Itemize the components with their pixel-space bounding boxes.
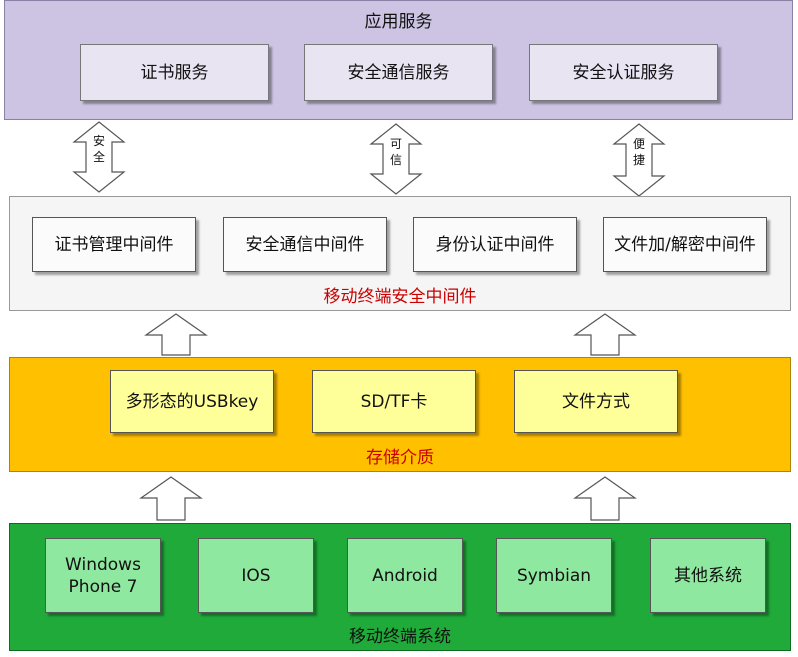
secure-auth-service-box: 安全认证服务 (529, 44, 718, 101)
arrow-label-convenient: 便捷 (632, 137, 645, 167)
ios-box: IOS (198, 538, 314, 613)
identity-auth-middleware-box: 身份认证中间件 (413, 217, 577, 272)
usbkey-box: 多形态的USBkey (110, 370, 274, 433)
middleware-title: 移动终端安全中间件 (323, 287, 477, 307)
file-method-box: 文件方式 (514, 370, 678, 433)
cert-service-box: 证书服务 (80, 44, 269, 101)
double-arrow-trusted (369, 123, 423, 195)
arrow-label-security: 安全 (92, 134, 105, 164)
other-os-box: 其他系统 (650, 538, 766, 613)
app-services-layer: 应用服务 证书服务 安全通信服务 安全认证服务 (4, 0, 793, 120)
storage-layer: 多形态的USBkey SD/TF卡 文件方式 存储介质 (9, 357, 791, 472)
storage-title: 存储介质 (366, 448, 434, 468)
cert-mgmt-middleware-box: 证书管理中间件 (32, 217, 196, 272)
app-services-title: 应用服务 (364, 12, 433, 32)
windows-phone-box: Windows Phone 7 (45, 538, 161, 613)
secure-comm-middleware-box: 安全通信中间件 (223, 217, 387, 272)
sd-tf-card-box: SD/TF卡 (312, 370, 476, 433)
up-arrow-os-left (139, 476, 203, 521)
up-arrow-storage-left (144, 313, 208, 356)
up-arrow-storage-right (573, 313, 637, 356)
file-crypto-middleware-box: 文件加/解密中间件 (603, 217, 767, 272)
secure-comm-service-box: 安全通信服务 (304, 44, 493, 101)
android-box: Android (347, 538, 463, 613)
up-arrow-os-right (573, 476, 637, 521)
mobile-os-layer: Windows Phone 7 IOS Android Symbian 其他系统… (9, 523, 791, 651)
arrow-label-trusted: 可信 (389, 137, 402, 167)
mobile-os-title: 移动终端系统 (349, 627, 451, 647)
symbian-box: Symbian (496, 538, 612, 613)
middleware-layer: 证书管理中间件 安全通信中间件 身份认证中间件 文件加/解密中间件 移动终端安全… (9, 196, 791, 311)
double-arrow-security (72, 121, 126, 193)
